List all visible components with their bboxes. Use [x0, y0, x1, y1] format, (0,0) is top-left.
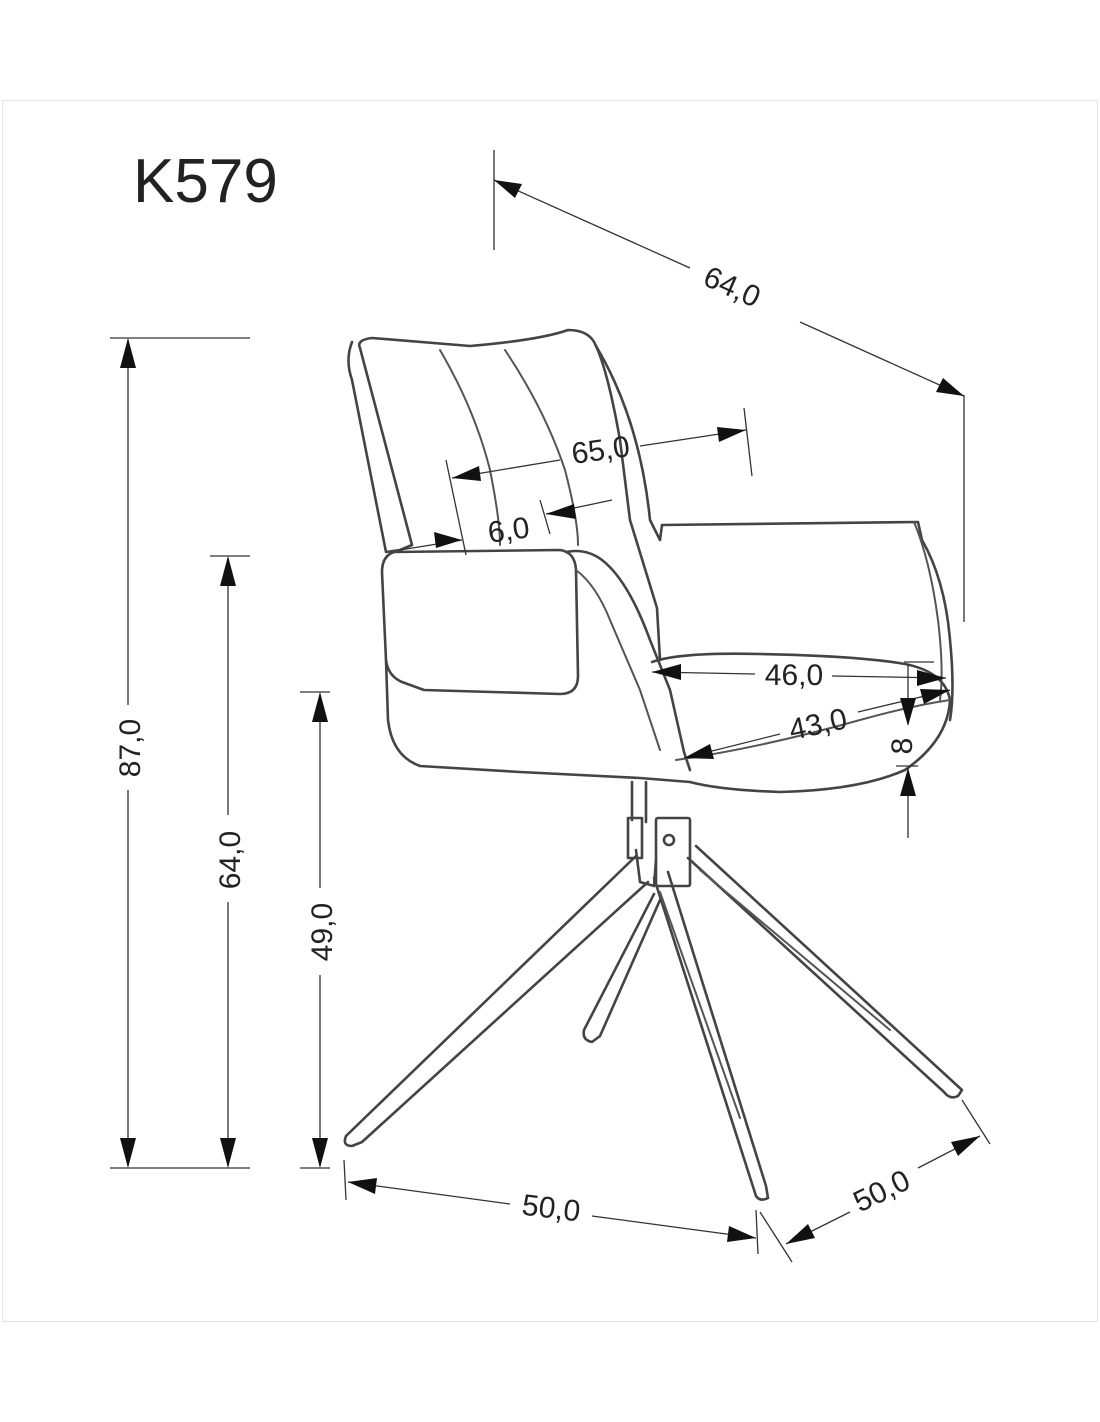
swivel-bolt	[662, 833, 676, 847]
armrest-pad	[380, 548, 580, 696]
dim-6-ext-right	[539, 499, 551, 535]
dim-50w-ext-left	[343, 1159, 347, 1201]
armrest-arm-inner	[575, 569, 661, 751]
dim-46-arrow-left	[652, 664, 681, 680]
dimension-lines	[110, 150, 991, 1263]
dim-49-arrow-top	[312, 692, 328, 722]
dim-64h-arrow-top	[220, 556, 236, 586]
seat-cushion-inner	[675, 699, 951, 761]
leg-inner-line	[659, 869, 891, 1119]
chair-drawing	[343, 328, 964, 1201]
dim-50d-arrow-left	[786, 1224, 815, 1244]
dim-65-ext-left	[445, 459, 467, 556]
dim-65-arrow-right	[717, 427, 746, 442]
armrest-arm	[564, 549, 692, 772]
dim-64h-arrow-bottom	[220, 1138, 236, 1168]
dim-8-arrow-bottom	[900, 768, 916, 796]
label-seat-depth: 43,0	[786, 702, 850, 746]
dim-64d-line-left	[493, 179, 691, 269]
label-total-height: 87,0	[114, 719, 147, 777]
dim-64d-arrow-right	[936, 378, 964, 396]
dim-50w-arrow-left	[348, 1178, 377, 1194]
label-base-depth: 50,0	[848, 1164, 915, 1219]
seat-front-body	[384, 658, 692, 784]
leg-back-right	[686, 844, 964, 1099]
backrest-seam-left	[439, 349, 501, 546]
dim-6-arrow-left	[434, 532, 462, 548]
dim-50d-ext-right	[961, 1099, 991, 1145]
rear-panel	[660, 520, 954, 722]
label-overall-depth: 64,0	[698, 260, 765, 314]
label-base-width: 50,0	[520, 1189, 582, 1229]
dim-64d-line-right	[799, 321, 965, 397]
dim-46-arrow-right	[917, 670, 946, 686]
label-overall-width: 65,0	[569, 430, 631, 471]
backrest-right-edge	[594, 344, 664, 542]
dim-8-arrow-top	[900, 698, 916, 726]
swivel-hub	[634, 848, 658, 888]
swivel-column	[630, 780, 648, 824]
leg-front-left	[343, 854, 650, 1148]
dim-43-arrow-left	[684, 744, 714, 759]
label-armrest-height: 64,0	[214, 831, 247, 889]
label-seat-thickness: 8	[886, 738, 919, 755]
drawing-frame	[2, 100, 1098, 1322]
backrest-seam-right	[504, 349, 579, 546]
dim-43-arrow-right	[920, 689, 950, 704]
dim-65-ext-right	[743, 407, 753, 477]
backrest	[347, 328, 662, 662]
dim-6-arrow-right	[546, 504, 576, 519]
dim-50d-ext-left	[759, 1211, 793, 1263]
dim-87-arrow-bottom	[120, 1138, 136, 1168]
model-title: K579	[133, 147, 278, 216]
dim-49-arrow-bottom	[312, 1138, 328, 1168]
label-seat-height: 49,0	[306, 903, 339, 961]
leg-front-right	[652, 870, 770, 1201]
swivel-bracket	[654, 816, 692, 888]
label-seat-width: 46,0	[765, 659, 823, 692]
leg-back-left	[582, 892, 662, 1044]
dim-65-arrow-left	[452, 466, 481, 481]
dim-50w-ext-right	[755, 1209, 759, 1255]
dim-50d-arrow-right	[951, 1136, 980, 1156]
dimension-labels: 87,0 64,0 49,0 64,0 65,0 6,0 46,0 43,0 8…	[114, 260, 919, 1228]
dim-64d-arrow-left	[494, 180, 522, 198]
dim-50w-arrow-right	[727, 1226, 756, 1242]
label-armrest-width: 6,0	[486, 511, 532, 549]
dim-87-arrow-top	[120, 338, 136, 368]
